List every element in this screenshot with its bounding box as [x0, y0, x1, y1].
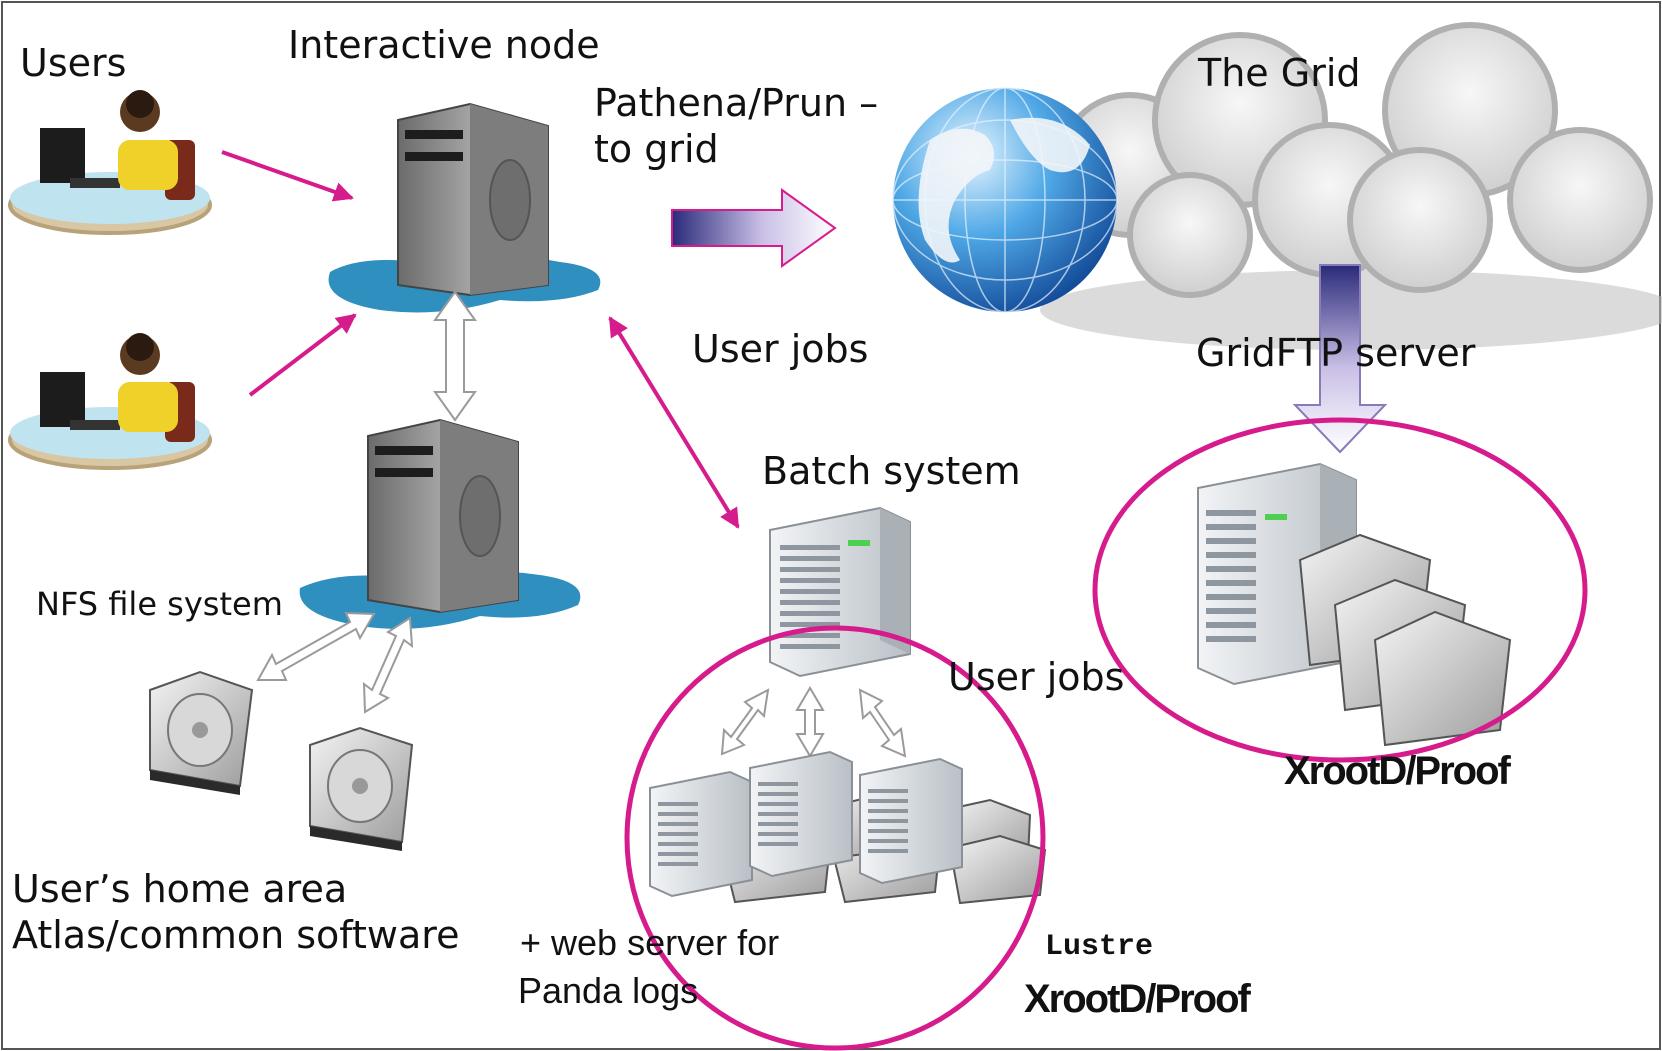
home-disk-left-icon [149, 670, 254, 795]
user-to-node-arrow-top [221, 150, 354, 202]
nfs-label: NFS file system [36, 585, 283, 623]
users-label: Users [20, 41, 127, 85]
xrootd-bottom-label: XrootD/Proof [1024, 977, 1251, 1021]
user-workstation-top-icon [8, 90, 212, 235]
lustre-circle [624, 625, 1046, 1051]
node-batch-double-arrow [608, 316, 740, 529]
to-grid-label: to grid [594, 127, 719, 171]
gridftp-label: GridFTP server [1196, 331, 1476, 375]
gridftp-down-arrow [1292, 264, 1388, 454]
pathena-label: Pathena/Prun – [594, 81, 879, 125]
xrootd-disks-icon [1298, 533, 1512, 747]
batch-server-icon [769, 506, 911, 678]
the-grid-label: The Grid [1198, 51, 1361, 95]
nfs-disk-arrow-left [256, 611, 376, 681]
xrootd-right-label: XrootD/Proof [1284, 749, 1511, 793]
web-server-label: + web server for [520, 922, 780, 963]
user-jobs-top-label: User jobs [692, 327, 869, 371]
batch-worker-arrows [720, 686, 907, 758]
globe-icon [892, 87, 1118, 313]
user-workstation-bottom-icon [8, 333, 212, 470]
panda-logs-label: Panda logs [518, 970, 699, 1011]
xrootd-circle [1092, 417, 1588, 763]
interactive-node-label: Interactive node [288, 23, 600, 67]
batch-system-label: Batch system [762, 449, 1021, 493]
nfs-server-icon [299, 418, 581, 629]
to-grid-arrow [671, 188, 837, 268]
worker-servers-icon [649, 750, 963, 898]
user-jobs-bottom-label: User jobs [948, 655, 1125, 699]
node-nfs-double-arrow [433, 290, 477, 422]
user-to-node-arrow-bottom [248, 313, 357, 397]
grid-cloud-icon [1040, 22, 1662, 350]
lustre-label: Lustre [1045, 930, 1154, 964]
home-disk-right-icon [309, 726, 414, 851]
home-area-label: User’s home area [12, 867, 348, 911]
interactive-node-server-icon [328, 102, 601, 313]
nfs-disk-arrow-right [362, 616, 414, 714]
atlas-software-label: Atlas/common software [12, 913, 460, 957]
